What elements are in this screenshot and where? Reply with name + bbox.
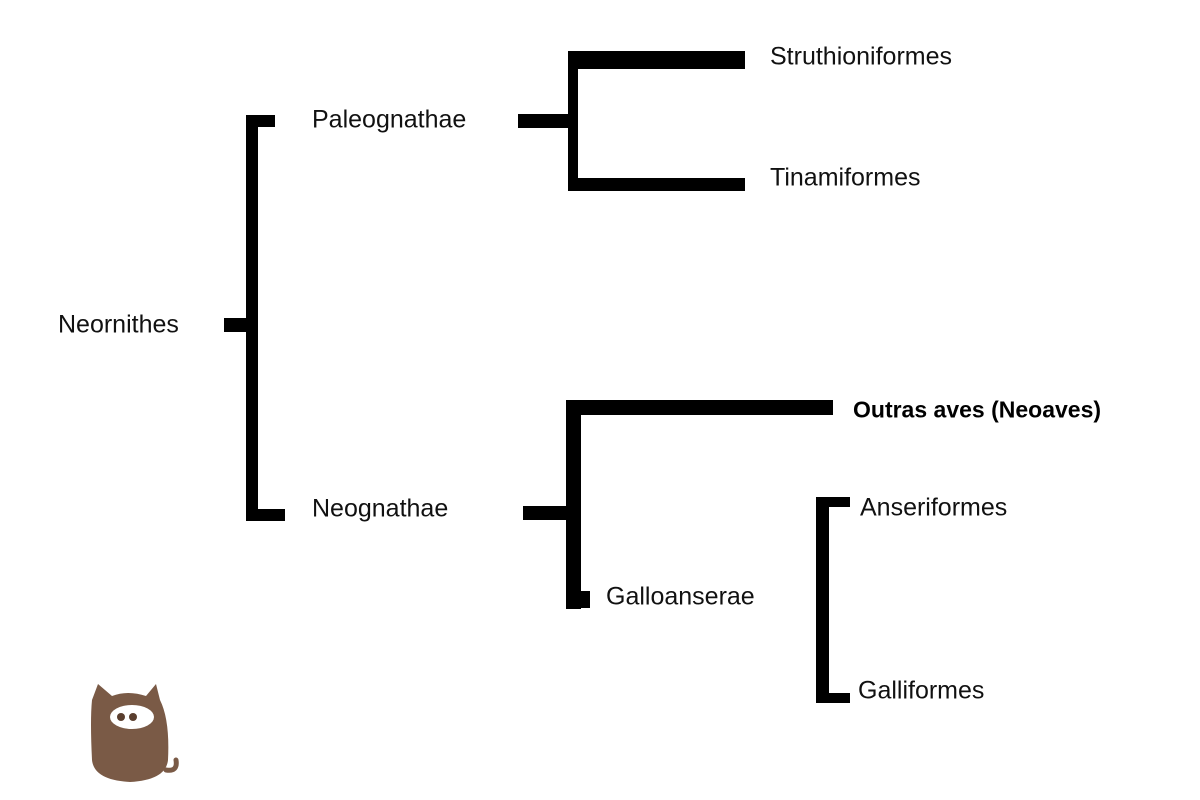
taxon-struthioniformes: Struthioniformes — [770, 42, 953, 71]
paleognathae-node — [518, 51, 745, 191]
neornithes-node — [224, 115, 285, 521]
taxon-galliformes: Galliformes — [858, 676, 985, 705]
cat-mascot-icon — [91, 684, 179, 782]
taxon-anseriformes: Anseriformes — [860, 493, 1008, 522]
taxon-neognathae: Neognathae — [312, 494, 449, 523]
neognathae-node — [523, 400, 833, 609]
taxon-tinamiformes: Tinamiformes — [770, 163, 921, 192]
taxon-neoaves: Outras aves (Neoaves) — [853, 396, 1102, 423]
taxon-paleognathae: Paleognathae — [312, 105, 467, 134]
taxon-neornithes: Neornithes — [58, 310, 179, 339]
taxon-galloanserae: Galloanserae — [606, 582, 755, 611]
galloanserae-node — [816, 497, 850, 703]
